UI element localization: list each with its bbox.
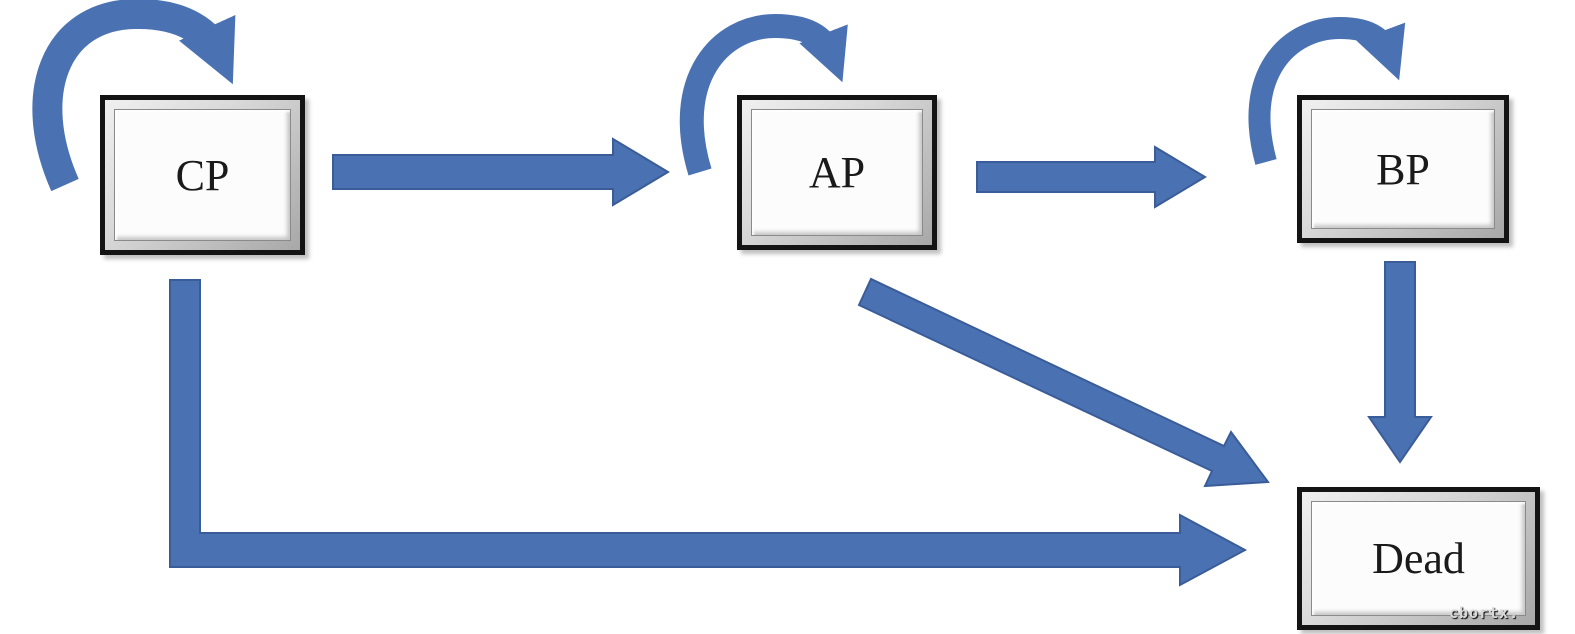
node-dead-label: Dead [1372, 534, 1465, 583]
node-ap-label: AP [808, 148, 866, 197]
edge-ap-dead-arrow [857, 277, 1270, 488]
watermark-text: cbortx. [1449, 604, 1520, 622]
edge-cp-dead-arrow [169, 279, 1248, 587]
edge-ap-bp-arrow [976, 145, 1207, 209]
node-dead-frame: Dead [1311, 501, 1526, 616]
node-cp-label: CP [175, 150, 230, 200]
node-ap: AP [737, 95, 937, 250]
node-ap-frame: AP [751, 109, 923, 236]
node-bp: BP [1297, 95, 1509, 243]
node-bp-label: BP [1376, 144, 1430, 194]
edge-bp-dead-arrow [1367, 261, 1433, 464]
node-cp: CP [100, 95, 305, 255]
node-dead: Dead [1297, 487, 1540, 630]
node-cp-frame: CP [114, 109, 291, 241]
edge-cp-ap-arrow [332, 137, 670, 207]
node-bp-frame: BP [1311, 109, 1495, 229]
